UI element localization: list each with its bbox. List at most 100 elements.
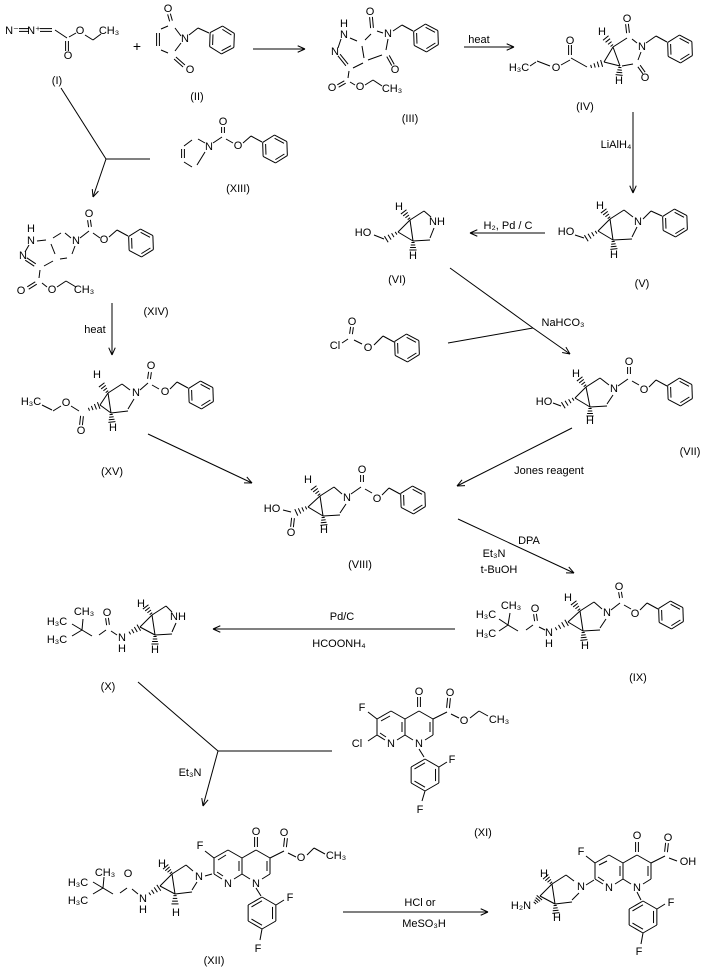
atom-label: N: [384, 28, 392, 40]
atom-label: F: [636, 946, 643, 958]
reagent-dpa: DPA: [518, 535, 540, 547]
atom-label: N: [577, 881, 585, 893]
atom-label: O: [391, 64, 400, 76]
atom-label: H: [586, 415, 594, 427]
atom-label: H: [540, 868, 548, 880]
compound-label-II: (II): [190, 91, 203, 103]
compound-label-XI: (XI): [474, 827, 492, 839]
atom-label: OH: [680, 856, 697, 868]
atom-label: N: [340, 29, 348, 41]
atom-label: H₃C: [47, 634, 67, 646]
atom-label: N: [118, 632, 126, 644]
atom-label: H: [572, 368, 580, 380]
reagent-tbuoh: t-BuOH: [481, 564, 518, 576]
compound-label-IV: (IV): [576, 101, 594, 113]
atom-label: O: [186, 64, 195, 76]
molecule-II: NOO(II): [156, 3, 235, 103]
atom-label: N: [634, 216, 642, 228]
atom-label: N: [638, 41, 646, 53]
atom-label: H: [598, 26, 606, 38]
atom-label: F: [359, 702, 366, 714]
atom-label: O: [356, 81, 365, 93]
atom-label: HO: [264, 503, 281, 515]
atom-label: H₃C: [68, 877, 88, 889]
atom-label: N⁺: [27, 25, 41, 37]
atom-label: O: [625, 356, 634, 368]
atom-label: N: [139, 893, 147, 905]
arrow-vii-to-viii: [456, 427, 573, 487]
atom-label: O: [373, 493, 382, 505]
atom-label: Cl: [330, 340, 340, 352]
atom-label: O: [297, 852, 306, 864]
atom-label: O: [364, 342, 373, 354]
arrow-iii-to-iv: [464, 43, 515, 51]
atom-label: H₃C: [476, 609, 496, 621]
atom-label: H: [610, 249, 618, 261]
atom-label: F: [197, 840, 204, 852]
atom-label: H: [151, 644, 159, 656]
atom-label: H₃C: [68, 895, 88, 907]
arrow-iv-to-v: [629, 112, 637, 194]
atom-label: H: [304, 474, 312, 486]
atom-label: N: [19, 250, 27, 262]
atom-label: F: [449, 754, 456, 766]
atom-label: N: [252, 878, 260, 890]
atom-label: O: [415, 686, 424, 698]
atom-label: N: [181, 33, 189, 45]
atom-label: CH₃: [501, 600, 521, 612]
atom-label: N: [610, 383, 618, 395]
atom-label: H: [564, 592, 572, 604]
atom-label: O: [103, 607, 112, 619]
compound-label-IX: (IX): [629, 672, 647, 684]
atom-label: N: [72, 235, 80, 247]
atom-label: O: [348, 316, 357, 328]
reagent-et3n-1: Et₃N: [483, 548, 506, 560]
atom-label: N: [415, 738, 423, 750]
atom-label: N: [331, 46, 339, 58]
reagent-hcoonh4: HCOONH₄: [312, 638, 366, 650]
atom-label: H: [118, 643, 126, 655]
atom-label: H: [109, 422, 117, 434]
atom-label: O: [62, 397, 71, 409]
atom-label: N: [387, 738, 395, 750]
atom-label: N: [195, 871, 203, 883]
arrow-xv-to-viii: [147, 433, 253, 484]
atom-label: HO: [355, 227, 372, 239]
atom-label: CH₃: [99, 25, 119, 37]
atom-label: O: [664, 832, 673, 844]
atom-label: H: [137, 598, 145, 610]
compound-label-VI: (VI): [388, 274, 406, 286]
atom-label: CH₃: [326, 850, 346, 862]
reagent-pdc: Pd/C: [330, 611, 355, 623]
atom-label: H₃C: [476, 628, 496, 640]
atom-label: O: [77, 425, 86, 437]
reagent-lialh4: LiAlH₄: [601, 139, 632, 151]
atom-label: O: [280, 827, 289, 839]
atom-label: F: [578, 846, 585, 858]
atom-label: O: [531, 603, 540, 615]
atom-label: CH₃: [382, 83, 402, 95]
atom-label: CH₃: [489, 714, 509, 726]
atom-label: H: [93, 369, 101, 381]
atom-label: H: [596, 200, 604, 212]
arrow-viii-to-ix: [457, 518, 575, 574]
reagent-h2-pdc: H₂, Pd / C: [484, 220, 533, 232]
atom-label: O: [147, 360, 156, 372]
atom-label: F: [255, 943, 262, 955]
atom-label: O: [124, 868, 133, 880]
compound-label-III: (III): [402, 113, 419, 125]
arrow-junction-to-xii: [201, 750, 219, 807]
atom-label: HO: [558, 226, 575, 238]
atom-label: O: [64, 50, 73, 62]
atom-label: O: [633, 830, 642, 842]
atom-label: O: [641, 72, 650, 84]
compound-label-XII: (XII): [204, 955, 225, 967]
arrow-junction-to-vii: [532, 327, 571, 355]
reagent-et3n-2: Et₃N: [179, 767, 202, 779]
